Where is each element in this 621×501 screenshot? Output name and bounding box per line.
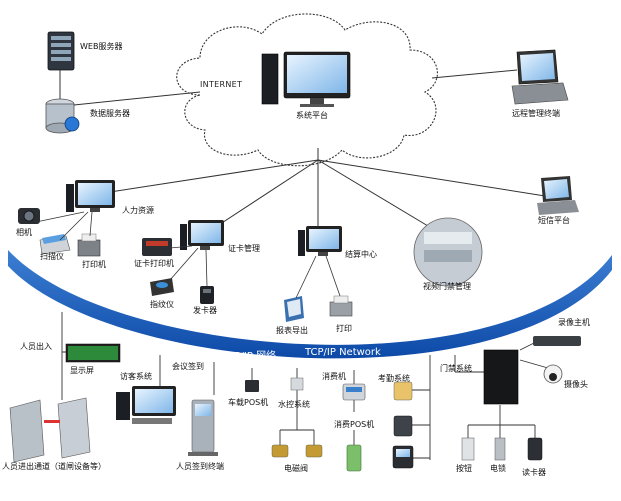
gate-icon <box>9 397 91 463</box>
hr-pc-icon <box>66 180 115 212</box>
checkin-terminal-label: 人员签到终端 <box>176 462 224 471</box>
attendance-device-icon <box>392 381 414 469</box>
card-printer-label: 证卡打印机 <box>134 259 174 268</box>
card-mgmt-label: 证卡管理 <box>228 244 260 253</box>
bus-label-en: TCP/IP Network <box>305 347 381 358</box>
printer1-icon <box>77 233 101 257</box>
attendance-label: 考勤系统 <box>378 374 410 383</box>
recorder-icon <box>533 336 581 346</box>
webcam-icon <box>543 364 563 384</box>
consume-machine-icon <box>342 383 366 401</box>
visitor-pc-icon <box>116 386 176 424</box>
card-printer-icon <box>142 238 172 256</box>
car-pos-label: 车载POS机 <box>228 398 269 407</box>
lock-label: 电锁 <box>490 464 506 473</box>
exit-button-icon <box>461 437 475 461</box>
entry-label: 人员出入 <box>20 342 52 351</box>
car-pos-icon <box>245 380 259 392</box>
visitor-label: 访客系统 <box>120 372 152 381</box>
electric-lock-icon <box>494 437 506 461</box>
valve-label: 电磁阀 <box>284 464 308 473</box>
printer1-label: 打印机 <box>82 260 106 269</box>
display-screen-icon <box>65 343 121 363</box>
hr-label: 人力资源 <box>122 206 154 215</box>
reader-label: 读卡器 <box>522 468 546 477</box>
card-mgmt-pc-icon <box>180 220 224 250</box>
web-server-icon <box>47 31 75 71</box>
internet-label: INTERNET <box>200 80 243 89</box>
meeting-label: 会议签到 <box>172 362 204 371</box>
print2-icon <box>329 295 353 317</box>
video-access-label: 视频门禁管理 <box>423 282 471 291</box>
checkin-kiosk-icon <box>188 399 218 456</box>
settlement-label: 结算中心 <box>345 250 377 259</box>
display-label: 显示屏 <box>70 366 94 375</box>
button-label: 按钮 <box>456 464 472 473</box>
report-icon <box>284 296 304 322</box>
tcp-ip-bus <box>8 250 612 359</box>
recorder-label: 录像主机 <box>558 318 590 327</box>
sms-label: 短信平台 <box>538 216 570 225</box>
door-controller-icon <box>483 349 519 405</box>
db-server-label: 数据服务器 <box>90 109 130 118</box>
fingerprint-label: 指纹仪 <box>150 300 174 309</box>
camera-icon <box>18 208 40 224</box>
card-issuer-label: 发卡器 <box>193 306 217 315</box>
remote-laptop-icon <box>511 49 569 105</box>
video-access-icon <box>413 217 483 287</box>
door-label: 门禁系统 <box>440 364 472 373</box>
webcam-label: 摄像头 <box>564 380 588 389</box>
settlement-pc-icon <box>298 226 342 256</box>
web-server-label: WEB服务器 <box>80 42 123 51</box>
database-server-icon <box>45 98 80 134</box>
water-control-icon <box>290 377 304 391</box>
print2-label: 打印 <box>336 324 352 333</box>
fingerprint-icon <box>150 278 174 296</box>
platform-label: 系统平台 <box>296 111 328 120</box>
report-label: 报表导出 <box>276 326 308 335</box>
scanner-icon <box>39 234 71 255</box>
consume-label: 消费机 <box>322 372 346 381</box>
card-reader-icon <box>527 437 543 461</box>
card-issuer-icon <box>200 286 214 304</box>
consume-pos-icon <box>346 444 362 472</box>
water-label: 水控系统 <box>278 400 310 409</box>
remote-label: 远程管理终端 <box>512 109 560 118</box>
bus-label-cn: TCP/IP 网络 <box>222 351 277 362</box>
sms-laptop-icon <box>537 176 579 215</box>
valve-icon <box>271 444 323 458</box>
gate-label: 人员进出通道（道闸设备等） <box>2 462 106 471</box>
platform-pc-icon <box>261 51 351 107</box>
consume-pos-label: 消费POS机 <box>334 420 375 429</box>
scanner-label: 扫描仪 <box>40 252 64 261</box>
camera-label: 相机 <box>16 228 32 237</box>
